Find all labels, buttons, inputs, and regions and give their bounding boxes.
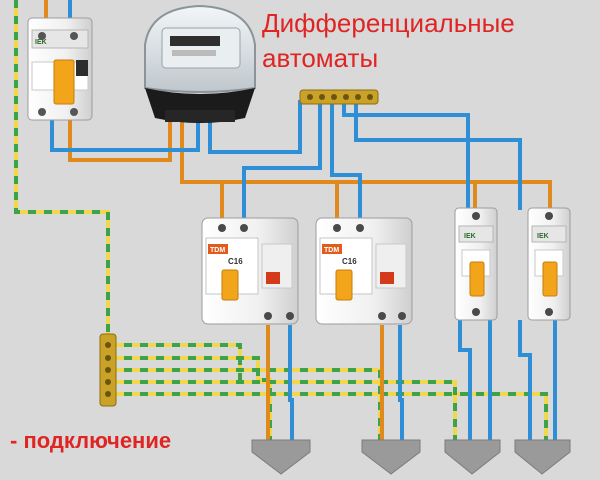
mcb-2-brand: IEK — [537, 233, 549, 240]
load-arrow-1 — [251, 439, 311, 475]
diagram-caption: - подключение — [10, 428, 172, 453]
mcb-1 — [454, 207, 498, 321]
terminal-bus-icon — [299, 89, 379, 105]
load-arrow-4 — [514, 439, 571, 475]
main-breaker-brand: IEK — [35, 39, 47, 46]
rcbo-2-brand: TDM — [324, 247, 339, 254]
load-arrow-2 — [361, 439, 421, 475]
rcbo-2-rating: C16 — [342, 257, 357, 266]
diagram-title-line2: автоматы — [262, 43, 379, 73]
rcbo-1 — [201, 217, 299, 325]
diagram-title-line1: Дифференциальные — [262, 8, 515, 38]
mcb-1-brand: IEK — [464, 233, 476, 240]
load-arrow-3 — [444, 439, 501, 475]
mcb-2 — [527, 207, 571, 321]
neutral-wires — [50, 0, 557, 440]
rcbo-1-rating: C16 — [228, 257, 243, 266]
electric-meter-icon — [144, 4, 256, 123]
ground-wires — [14, 0, 548, 440]
rcbo-1-brand: TDM — [210, 247, 225, 254]
load-arrows — [251, 439, 571, 475]
ground-bus-icon — [99, 333, 117, 407]
main-breaker — [27, 17, 93, 121]
rcbo-2 — [315, 217, 413, 325]
